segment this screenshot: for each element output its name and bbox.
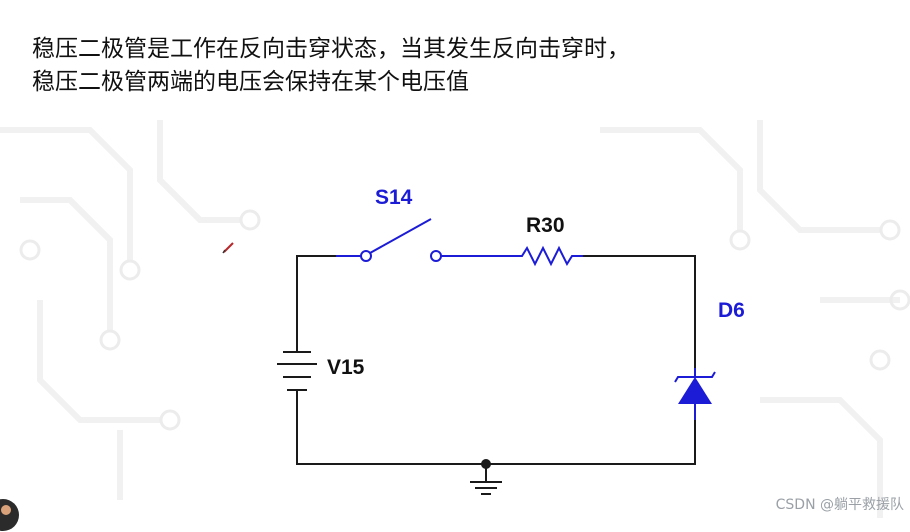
caption-text: 稳压二极管是工作在反向击穿状态，当其发生反向击穿时， 稳压二极管两端的电压会保持… xyxy=(32,33,630,99)
resistor-r30 xyxy=(466,245,583,267)
zener-circuit-diagram: S14 R30 V15 D6 xyxy=(277,186,745,495)
wire-bottom xyxy=(296,390,696,465)
resistor-label: R30 xyxy=(526,214,565,237)
zener-label: D6 xyxy=(718,299,745,322)
csdn-watermark: CSDN @躺平救援队 xyxy=(775,497,904,513)
battery-label: V15 xyxy=(327,356,365,379)
wire-left-top xyxy=(296,255,362,352)
battery-v15 xyxy=(277,351,317,391)
pen-cursor-icon xyxy=(222,242,234,254)
wires xyxy=(296,255,696,482)
presenter-avatar xyxy=(0,499,19,531)
caption-line-2: 稳压二极管两端的电压会保持在某个电压值 xyxy=(32,69,469,95)
caption-line-1: 稳压二极管是工作在反向击穿状态，当其发生反向击穿时， xyxy=(32,36,630,62)
switch-s14 xyxy=(336,218,466,262)
background-circuit-pattern xyxy=(0,120,910,518)
zener-diode-d6 xyxy=(674,368,716,420)
ground-symbol xyxy=(470,459,502,495)
switch-label: S14 xyxy=(375,186,413,209)
wire-right xyxy=(583,255,696,368)
